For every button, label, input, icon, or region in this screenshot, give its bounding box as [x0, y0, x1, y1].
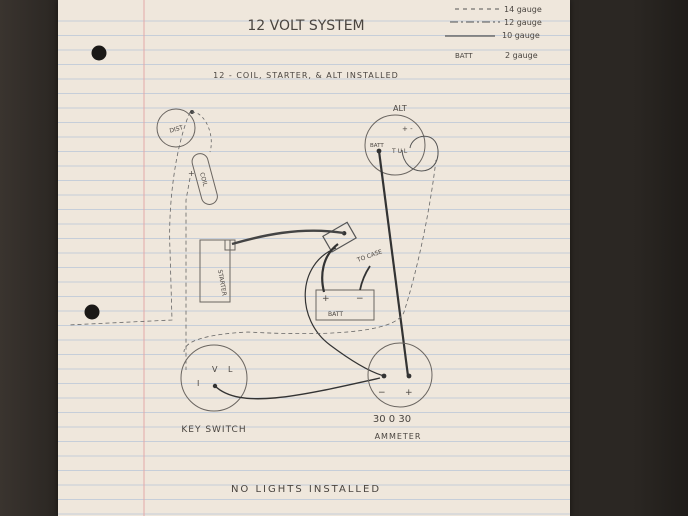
ammeter-minus-terminal [381, 373, 387, 379]
starter-label: STARTER [216, 269, 227, 296]
coil-label: COIL [198, 172, 209, 188]
battery-minus: − [356, 294, 364, 304]
battery-body [315, 289, 375, 321]
ammeter-plus: + [405, 388, 413, 398]
wire-key-ammeter [214, 377, 381, 400]
ammeter-minus: − [378, 388, 386, 398]
legend-label-12: 12 gauge [504, 18, 542, 27]
ammeter-plus-terminal [406, 373, 412, 379]
alternator-label: ALT [393, 104, 407, 113]
key-switch-l: L [228, 365, 233, 374]
subtitle: 12 - COIL, STARTER, & ALT INSTALLED [213, 71, 399, 80]
wire-solenoid-ammeter [304, 247, 385, 377]
wire-margin-run [67, 111, 191, 326]
battery-label: BATT [328, 311, 343, 318]
battery-plus: + [322, 294, 330, 304]
distributor-label: DIST [169, 124, 185, 134]
title: 12 VOLT SYSTEM [247, 18, 364, 34]
wire-solenoid-battery [321, 243, 339, 293]
alternator-batt: BATT [370, 143, 384, 149]
key-switch-i: I [197, 379, 199, 388]
legend-label-10: 10 gauge [502, 31, 540, 40]
key-switch-body [180, 344, 248, 412]
wire-alt-ammeter [377, 150, 410, 377]
coil-body [191, 153, 218, 205]
starter-terminal [224, 239, 236, 251]
ammeter-label: AMMETER [375, 432, 422, 441]
wire-dist-coil [191, 111, 212, 153]
starter-body [199, 239, 231, 303]
notebook-paper [58, 0, 570, 516]
wire-alt-loop [401, 135, 439, 172]
battery: + − BATT [315, 289, 375, 321]
binder-hole-top [91, 45, 107, 61]
wire-alt-key [183, 159, 437, 353]
alternator-lower: T U L [391, 148, 408, 155]
wire-starter-solenoid [231, 229, 345, 246]
coil-plus: + [188, 169, 195, 178]
to-case-label: TO CASE [355, 248, 383, 264]
distributor-body [156, 108, 196, 148]
footer-note: NO LIGHTS INSTALLED [231, 484, 381, 495]
wire-coil-key [185, 177, 191, 370]
key-switch-v: V [212, 365, 218, 374]
alternator-body [364, 114, 426, 176]
wire-battery-ground [359, 265, 371, 291]
starter-solenoid [322, 221, 357, 253]
coil: COIL [191, 153, 218, 205]
binder-hole-bottom [84, 304, 100, 320]
ammeter-scale: 30 0 30 [373, 414, 411, 425]
legend: 14 gauge 12 gauge 10 gauge BATT 2 gauge [445, 5, 542, 60]
starter: STARTER [199, 239, 236, 303]
ammeter: − + [367, 342, 433, 408]
legend-label-2: 2 gauge [505, 51, 538, 60]
legend-batt-left: BATT [455, 52, 473, 60]
solenoid-body [322, 221, 357, 253]
alternator-terminals: + - [402, 125, 413, 133]
alternator: ALT + - BATT T U L [364, 104, 426, 176]
key-switch-label: KEY SWITCH [181, 425, 246, 435]
legend-label-14: 14 gauge [504, 5, 542, 14]
ammeter-body [367, 342, 433, 408]
ruled-lines [58, 20, 570, 515]
